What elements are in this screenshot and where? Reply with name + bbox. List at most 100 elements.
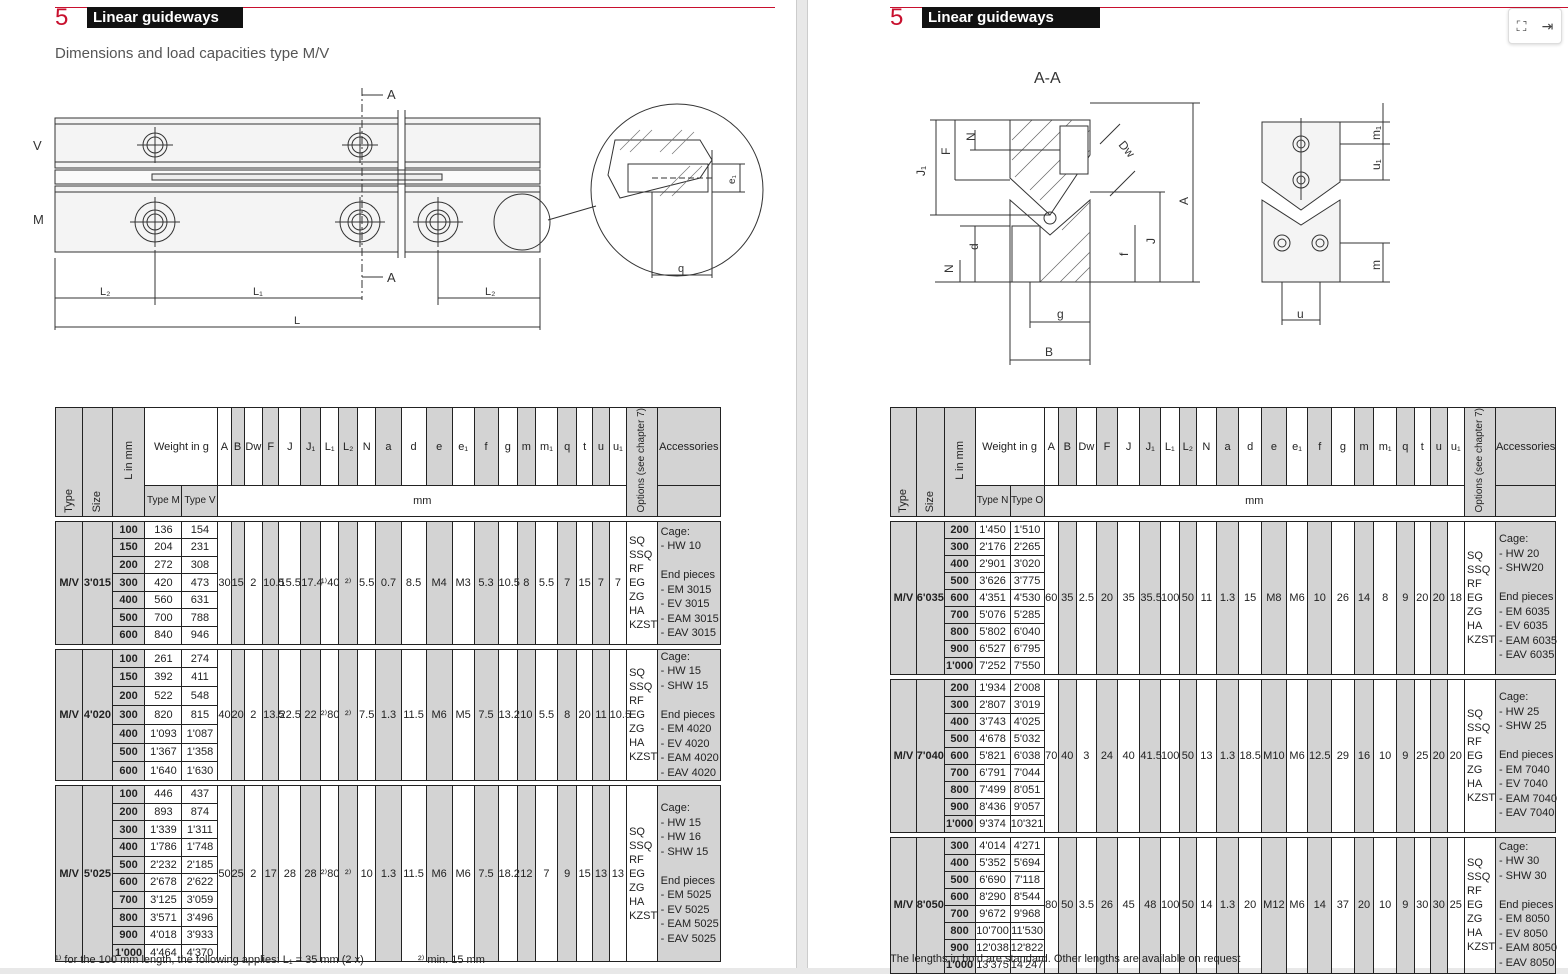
- cell-weight-a: 3'125: [144, 890, 183, 910]
- cell-dim-18: 30: [1413, 836, 1432, 974]
- cell-dim-19: 7: [592, 520, 610, 645]
- cell-dim-12: M6: [1285, 678, 1309, 833]
- cell-weight-b: 815: [181, 705, 219, 725]
- cell-dim-11: M12: [1261, 836, 1287, 974]
- cell-weight-a: 7'499: [974, 780, 1011, 799]
- cell-length: 300: [943, 695, 976, 714]
- cell-weight-b: 1'087: [181, 723, 219, 744]
- cell-dim-1: 40: [1058, 678, 1077, 833]
- label-l2-right: L₂: [485, 286, 495, 298]
- cell-dim-2: 3: [1075, 678, 1098, 833]
- cell-dim-13: 7.5: [473, 648, 499, 782]
- label-l2-left: L₂: [100, 286, 110, 298]
- cell-dim-13: 14: [1307, 836, 1333, 974]
- option-item: EG: [1467, 591, 1483, 604]
- header-col-6: L₁: [1160, 406, 1180, 487]
- label-dw: Dw: [1116, 138, 1138, 161]
- option-item: SSQ: [1467, 721, 1491, 734]
- cell-dim-10: 8.5: [400, 520, 427, 645]
- accessory-item: - EV 5025: [660, 903, 710, 916]
- cell-length: 900: [943, 797, 976, 816]
- cell-dim-10: 18.5: [1238, 678, 1263, 833]
- header-col-2: Dw: [243, 406, 264, 487]
- cell-dim-15: 14: [1353, 520, 1375, 675]
- cell-dim-4: 28: [278, 785, 302, 963]
- accessory-item: - SHW 30: [1498, 869, 1547, 882]
- accessory-item: - HW 15: [660, 665, 701, 678]
- cell-dim-14: 10.5: [497, 520, 520, 645]
- cell-dim-1: 35: [1058, 520, 1077, 675]
- cell-dim-20: 25: [1446, 836, 1466, 974]
- header-accessories: Accessories: [656, 406, 722, 487]
- header-col-0: A: [1043, 406, 1060, 487]
- cell-size: 7'040: [915, 678, 945, 833]
- cell-dim-5: 35.5: [1139, 520, 1162, 675]
- accessory-item: - EAM 7040: [1498, 792, 1558, 805]
- cell-length: 700: [943, 605, 976, 624]
- section-label: A-A: [1034, 70, 1061, 87]
- accessory-item: - EM 4020: [660, 723, 712, 736]
- cell-length: 800: [943, 622, 976, 641]
- cell-dim-18: 20: [1413, 520, 1432, 675]
- cell-dim-17: 9: [1396, 836, 1415, 974]
- header-size-text: Size: [91, 491, 104, 513]
- cell-weight-b: 411: [181, 667, 219, 688]
- header-mm: mm: [1043, 485, 1466, 517]
- cell-weight-b: 3'020: [1009, 554, 1045, 573]
- cell-weight-b: 6'795: [1009, 639, 1045, 658]
- header-length: L in mm: [943, 407, 976, 517]
- header-col-8: N: [1196, 406, 1217, 487]
- cell-dim-17: 9: [1396, 520, 1415, 675]
- accessory-item: - EAV 6035: [1498, 649, 1555, 662]
- header-accessories-blank: [656, 485, 722, 517]
- accessory-item: - HW 25: [1498, 705, 1540, 718]
- accessory-item: - HW 15: [660, 816, 701, 829]
- cell-weight-a: 700: [144, 608, 183, 628]
- cell-length: 200: [111, 686, 146, 706]
- accessory-item: - EAV 8050: [1498, 956, 1555, 969]
- cell-weight-a: 1'934: [974, 678, 1011, 697]
- cell-weight-a: 1'640: [144, 761, 183, 782]
- cell-dim-14: 18.2: [497, 785, 520, 963]
- cell-size: 4'020: [82, 648, 113, 782]
- accessory-item: [661, 554, 720, 569]
- cell-weight-b: 7'044: [1009, 763, 1045, 782]
- option-item: SQ: [1467, 549, 1483, 562]
- fullscreen-icon[interactable]: ⛶: [1516, 17, 1527, 34]
- cell-length: 200: [943, 678, 976, 697]
- cell-length: 500: [943, 729, 976, 748]
- accessory-item: - EV 4020: [660, 737, 710, 750]
- cell-length: 300: [111, 820, 146, 839]
- label-u1: u₁: [1369, 159, 1383, 170]
- cell-dim-5: 28: [300, 785, 321, 963]
- section-title-right: Linear guideways: [922, 7, 1100, 28]
- label-j1: J₁: [914, 166, 928, 176]
- cell-weight-b: 437: [181, 785, 219, 804]
- option-item: SQ: [629, 666, 645, 679]
- cell-dim-9: 1.3: [1215, 520, 1240, 675]
- cell-weight-a: 9'374: [974, 814, 1011, 833]
- header-weight: Weight in g: [974, 406, 1045, 487]
- cell-weight-b: 231: [181, 538, 219, 557]
- viewer-toolbar: ⛶ ⇥: [1508, 8, 1562, 44]
- accessory-item: - EM 6035: [1498, 605, 1550, 618]
- cell-dim-6: ¹⁾40: [319, 520, 339, 645]
- cell-weight-b: 473: [181, 573, 219, 592]
- cell-length: 600: [943, 746, 976, 765]
- option-item: SSQ: [629, 680, 653, 693]
- cell-dim-13: 5.3: [473, 520, 499, 645]
- exit-icon[interactable]: ⇥: [1541, 17, 1554, 34]
- cell-length: 400: [111, 590, 146, 610]
- header-col-14: g: [1331, 406, 1355, 487]
- footnote-standard-lengths: The lengths in bold are standard. Other …: [890, 953, 1241, 965]
- header-weight-1: Type V: [181, 485, 219, 517]
- accessory-item: Cage:: [1498, 840, 1529, 853]
- cell-type: M/V: [890, 678, 917, 833]
